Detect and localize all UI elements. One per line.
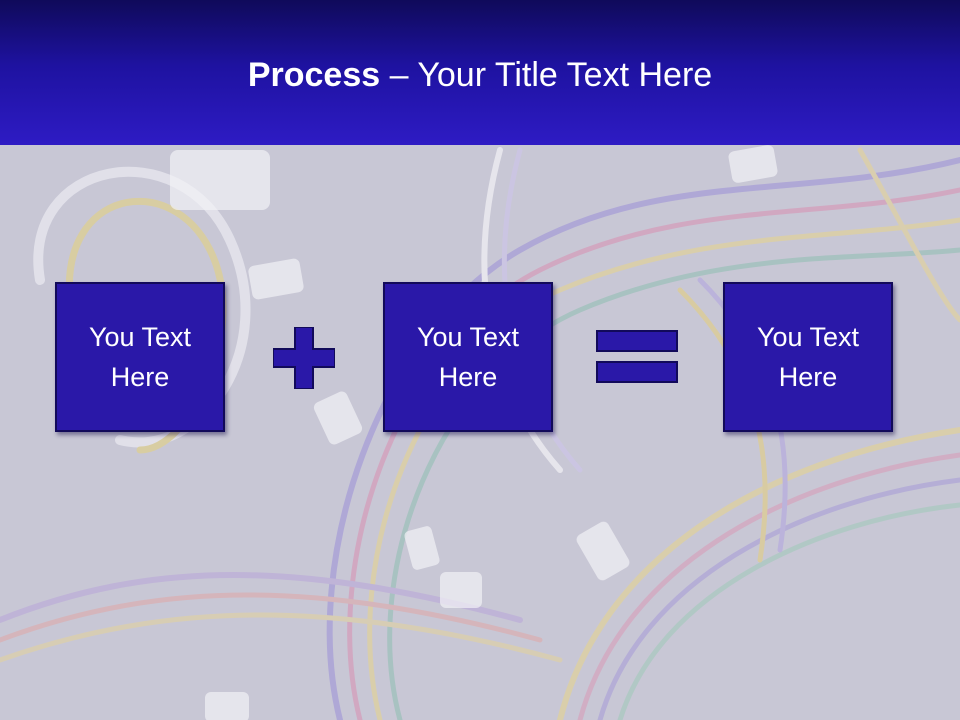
process-box-3-text: You Text Here [756,322,860,392]
slide-title-bold: Process [247,56,381,94]
slide-title: Process – Your Title Text Here [0,50,960,100]
process-box-2-text: You Text Here [416,322,520,392]
process-box-3: You Text Here [723,282,893,432]
process-box-2: You Text Here [383,282,553,432]
title-bar: Process – Your Title Text Here [0,0,960,145]
process-box-1: You Text Here [55,282,225,432]
plus-icon [273,327,335,389]
slide-title-rest: – Your Title Text Here [380,56,713,94]
equals-icon [596,330,678,383]
process-box-1-text: You Text Here [88,322,192,392]
